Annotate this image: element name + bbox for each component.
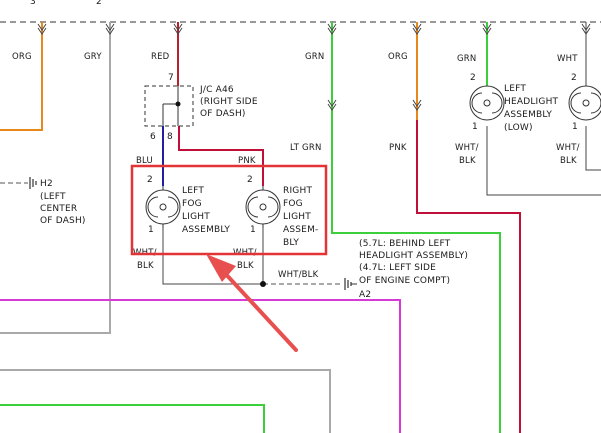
left-headlight-label-4: (LOW) <box>504 123 533 133</box>
ground-h2-desc-3: OF DASH) <box>40 216 86 226</box>
junction-pin-in: 7 <box>168 73 174 83</box>
label-wht-right: WHT <box>557 54 578 64</box>
right-fog-lamp-icon <box>245 186 281 228</box>
left-headlight-label-2: HEADLIGHT <box>504 97 559 107</box>
wire-grn-ltgrn <box>331 22 501 433</box>
top-pin-left: 3 <box>30 0 36 7</box>
junction-pin-out-right: 8 <box>167 132 173 142</box>
label-wht-blk-ground: WHT/BLK <box>278 270 319 280</box>
label-pnk-right: PNK <box>389 143 407 153</box>
right-fog-label-2: FOG <box>283 199 303 209</box>
right-headlight-pin-top: 2 <box>571 73 577 83</box>
label-red: RED <box>151 52 170 62</box>
left-headlight-label-3: ASSEMBLY <box>504 110 552 120</box>
right-fog-pin-bottom: 1 <box>250 225 256 235</box>
highlight-box <box>130 164 328 256</box>
ground-a2-note-1: (5.7L: BEHIND LEFT <box>359 239 451 249</box>
left-headlight-pin-bottom: 1 <box>472 122 478 132</box>
ground-h2-icon <box>29 177 37 189</box>
label-grn-right: GRN <box>457 54 476 64</box>
label-lt-grn: LT GRN <box>290 143 322 153</box>
junction-id: J/C A46 <box>199 85 234 95</box>
label-pnk-fog: PNK <box>238 156 256 166</box>
label-wht-blk-fog-right-2: BLK <box>237 261 254 271</box>
left-fog-label-1: LEFT <box>182 186 204 196</box>
label-wht-blk-hl-right-2: BLK <box>560 156 577 166</box>
connector-arrows <box>37 23 591 111</box>
label-blu: BLU <box>136 156 153 166</box>
wire-wht-blk-headlight-left <box>486 126 601 196</box>
ground-h2-desc-2: CENTER <box>40 204 77 214</box>
wire-gry-lower <box>0 369 331 433</box>
left-fog-pin-bottom: 1 <box>148 225 154 235</box>
left-fog-pin-top: 2 <box>147 175 153 185</box>
wire-org-left <box>0 22 43 131</box>
junction-desc-2: OF DASH) <box>200 109 246 119</box>
junction-pin-out-left: 6 <box>150 132 156 142</box>
right-fog-label-5: BLY <box>283 238 299 248</box>
wire-pnk-fog <box>178 126 264 186</box>
wire-wht-blk-headlight-right <box>585 126 601 171</box>
label-grn-top: GRN <box>305 52 324 62</box>
right-fog-label-4: ASSEM- <box>283 225 318 235</box>
label-wht-blk-fog-left-2: BLK <box>137 261 154 271</box>
right-headlight-pin-bottom: 1 <box>572 122 578 132</box>
wire-pnk-right <box>416 120 521 433</box>
ground-splice-dot <box>260 281 266 287</box>
left-headlight-icon <box>469 85 505 121</box>
junction-desc-1: (RIGHT SIDE <box>200 97 258 107</box>
wire-wht-blk-fog-ground <box>162 228 264 285</box>
right-fog-label-3: LIGHT <box>283 212 311 222</box>
ground-a2-id: A2 <box>359 290 371 300</box>
left-fog-lamp-icon <box>145 186 181 228</box>
annotation-arrow <box>206 254 298 352</box>
wire-gry <box>0 22 111 334</box>
label-wht-blk-hl-left-1: WHT/ <box>455 143 479 153</box>
right-fog-label-1: RIGHT <box>283 186 312 196</box>
right-headlight-icon <box>568 85 601 121</box>
right-fog-pin-top: 2 <box>247 175 253 185</box>
ground-h2-desc-1: (LEFT <box>40 192 66 202</box>
left-fog-label-2: FOG <box>182 199 202 209</box>
ground-a2-icon <box>344 278 352 290</box>
label-wht-blk-hl-right-1: WHT/ <box>556 143 580 153</box>
left-headlight-pin-top: 2 <box>470 73 476 83</box>
label-org-right: ORG <box>388 52 408 62</box>
ground-a2-note-3: (4.7L: LEFT SIDE <box>359 263 436 273</box>
label-wht-blk-hl-left-2: BLK <box>459 156 476 166</box>
left-headlight-label-1: LEFT <box>504 84 526 94</box>
wire-magenta <box>0 299 401 433</box>
top-pin-center: 2 <box>96 0 102 7</box>
ground-a2-note-2: HEADLIGHT ASSEMBLY) <box>359 251 468 261</box>
wire-grn-lower <box>0 404 265 433</box>
left-fog-label-4: ASSEMBLY <box>182 225 230 235</box>
label-org-left: ORG <box>12 52 32 62</box>
ground-h2-id: H2 <box>40 179 53 189</box>
left-fog-label-3: LIGHT <box>182 212 210 222</box>
junction-a46 <box>144 85 194 127</box>
ground-a2-note-4: OF ENGINE COMPT) <box>359 276 450 286</box>
label-gry: GRY <box>84 52 102 62</box>
